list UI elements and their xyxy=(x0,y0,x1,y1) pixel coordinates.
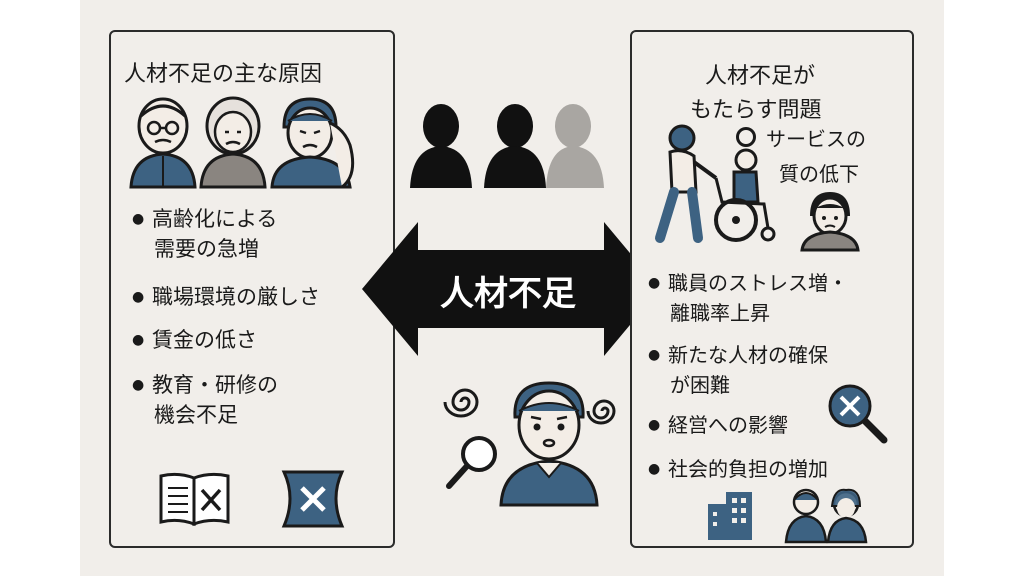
cause-item: ●高齢化による 需要の急増 xyxy=(132,207,278,261)
cause-item: ●賃金の低さ xyxy=(132,328,257,352)
confused-man-icon xyxy=(499,381,599,507)
spiral-confusion-icon xyxy=(443,388,479,418)
magnifier-icon xyxy=(446,436,497,489)
family-icon xyxy=(784,488,868,544)
worried-man-icon xyxy=(270,97,355,189)
book-x-icon xyxy=(159,472,230,527)
problem-item: ●新たな人材の確保 が困難 xyxy=(648,343,828,397)
problems-panel xyxy=(630,30,914,548)
building-icon xyxy=(708,492,752,540)
magnifier-x-icon xyxy=(828,384,888,444)
problem-item: ●職員のストレス増・ 離職率上昇 xyxy=(648,271,848,325)
problems-title-line1: 人材不足が xyxy=(705,64,816,89)
double-arrow xyxy=(362,222,660,356)
problems-title-line2: もたらす問題 xyxy=(690,98,822,123)
elderly-couple-icon xyxy=(129,96,267,189)
service-quality-note: サービスの xyxy=(736,123,866,152)
causes-title: 人材不足の主な原因 xyxy=(124,62,323,87)
central-label: 人材不足 xyxy=(440,274,576,314)
problem-item: ●経営への影響 xyxy=(648,413,788,437)
cause-item: ●教育・研修の 機会不足 xyxy=(132,373,278,427)
people-silhouettes-icon xyxy=(410,104,604,188)
service-quality-note-line2: 質の低下 xyxy=(779,162,859,186)
spiral-confusion-icon xyxy=(586,399,616,425)
sad-person-icon xyxy=(800,192,860,252)
cause-item: ●職場環境の厳しさ xyxy=(132,285,320,309)
circle-icon xyxy=(736,127,756,147)
wheelchair-caregiver-icon xyxy=(655,124,776,243)
problem-item: ●社会的負担の増加 xyxy=(648,457,828,481)
hourglass-x-icon xyxy=(281,470,345,528)
